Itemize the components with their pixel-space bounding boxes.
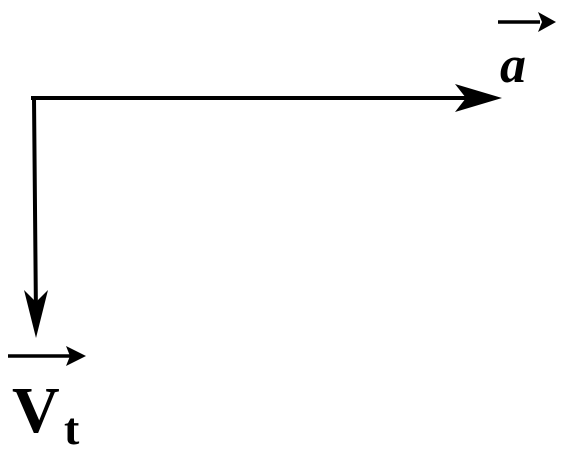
- vector-v-overarrow: [8, 346, 86, 366]
- vector-v-arrowhead: [24, 290, 48, 338]
- vector-a-arrow: [31, 84, 502, 112]
- vector-v-symbol: V: [12, 374, 60, 447]
- vector-v-label: V t: [8, 346, 86, 454]
- vector-v-subscript: t: [64, 403, 80, 454]
- vector-a-label: a: [498, 12, 556, 94]
- vector-a-overarrow: [498, 12, 556, 32]
- vector-v-arrow: [24, 95, 48, 338]
- vector-a-symbol: a: [500, 37, 526, 94]
- vector-a-arrowhead: [455, 84, 502, 112]
